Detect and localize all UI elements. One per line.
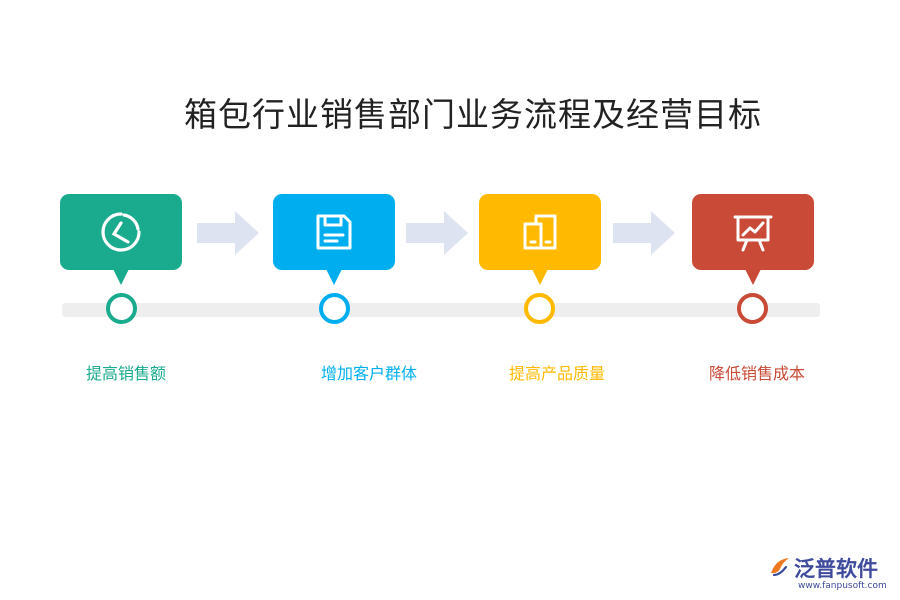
step-card-2 xyxy=(273,194,395,285)
flow-arrow-2 xyxy=(406,211,468,255)
diagram-title: 箱包行业销售部门业务流程及经营目标 xyxy=(184,95,762,134)
flow-arrow-3 xyxy=(613,211,675,255)
flow-arrow-1 xyxy=(197,211,259,255)
brand-url: www.fanpusoft.com xyxy=(798,581,887,591)
step-card-3 xyxy=(479,194,601,285)
copy-pages-icon xyxy=(523,214,557,250)
floppy-disk-icon xyxy=(316,214,352,250)
brand-mark-icon xyxy=(771,558,789,577)
timeline-node-4 xyxy=(737,293,768,324)
brand-name: 泛普软件 xyxy=(794,557,878,581)
step-label-3: 提高产品质量 xyxy=(508,364,605,383)
step-label-1: 提高销售额 xyxy=(85,364,166,383)
card-pointer xyxy=(745,269,761,285)
timeline-node-1 xyxy=(106,293,137,324)
card-pointer xyxy=(326,269,342,285)
timeline-node-3 xyxy=(524,293,555,324)
step-label-2: 增加客户群体 xyxy=(320,364,417,383)
card-pointer xyxy=(113,269,129,285)
presentation-board-icon xyxy=(733,215,773,252)
timeline-node-2 xyxy=(319,293,350,324)
step-label-4: 降低销售成本 xyxy=(708,364,805,383)
card-pointer xyxy=(532,269,548,285)
step-card-4 xyxy=(692,194,814,285)
step-card-1 xyxy=(60,194,182,285)
pie-chart-icon xyxy=(101,212,141,252)
timeline-track xyxy=(62,303,820,317)
brand-logo: 泛普软件 www.fanpusoft.com xyxy=(768,553,894,593)
